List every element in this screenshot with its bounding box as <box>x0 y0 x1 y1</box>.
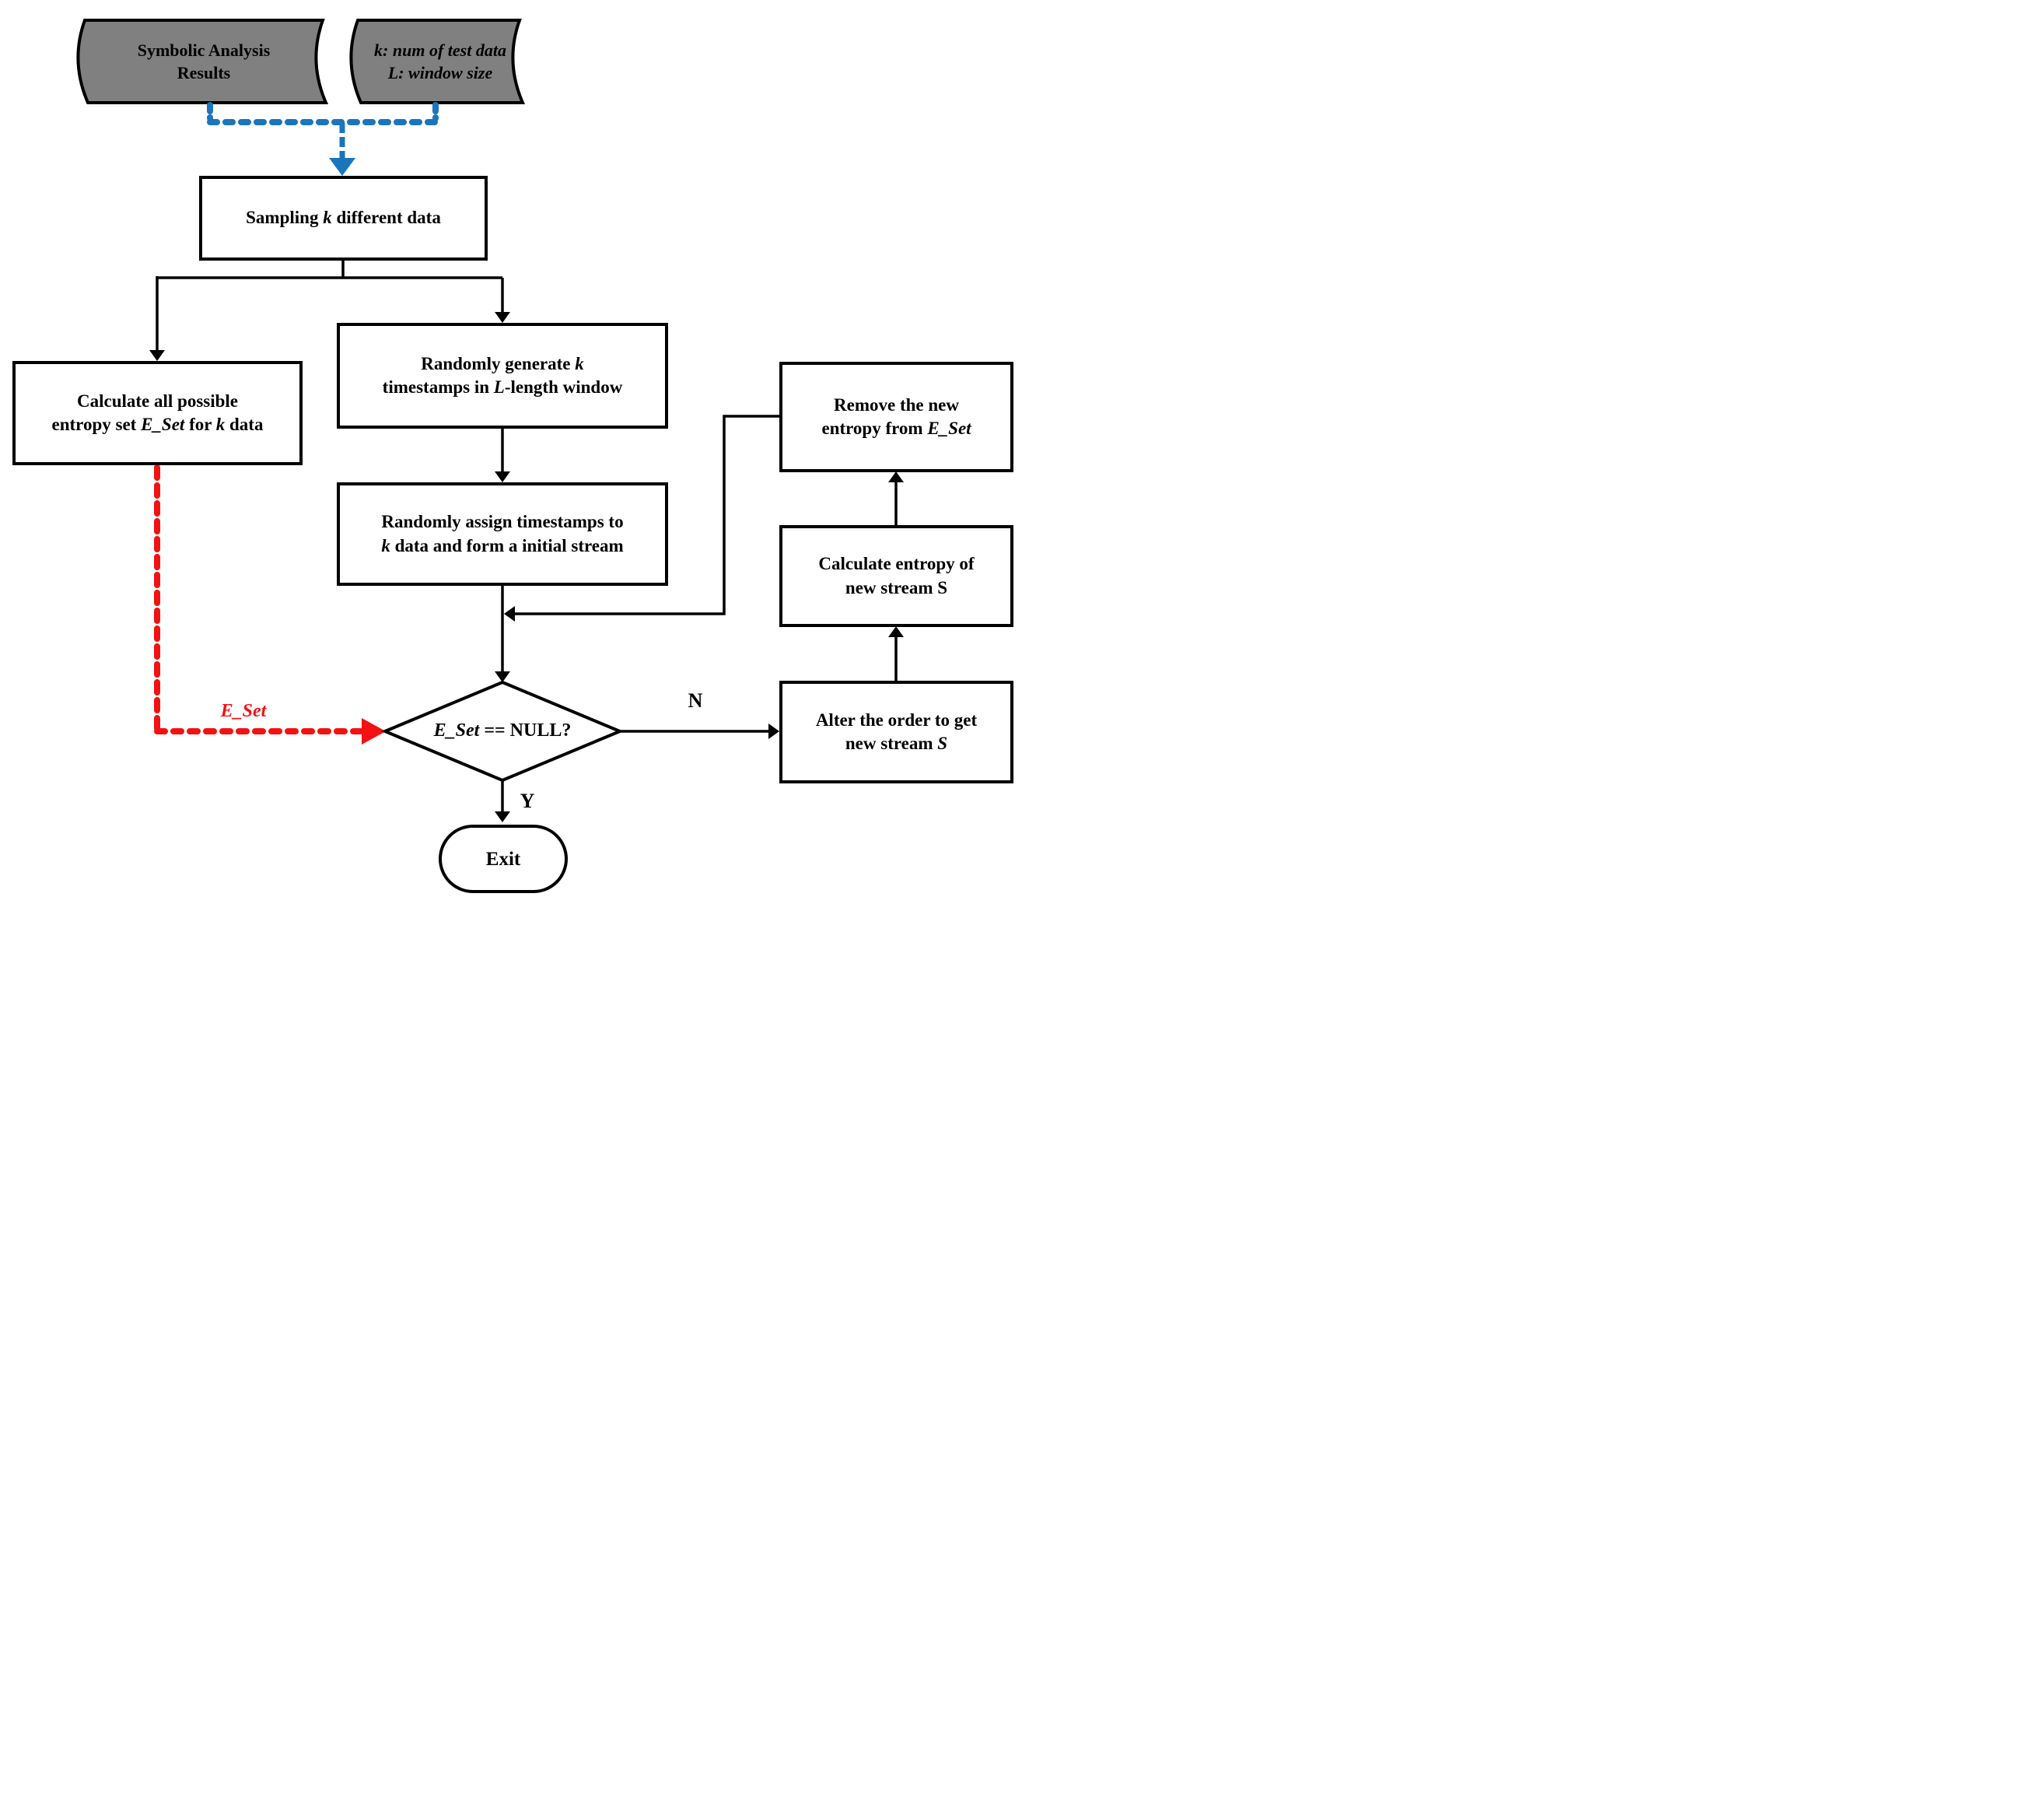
label-eset-flow-text: E_Set <box>220 700 267 721</box>
arrowhead-into-remove <box>888 471 904 482</box>
label-branch-no: N <box>688 689 703 712</box>
stored-data-shape-input-params <box>349 19 526 104</box>
arrowhead-into-decision <box>495 671 510 682</box>
arrowhead-into-exit <box>495 811 510 822</box>
arrowhead-into-assign <box>495 471 510 482</box>
arrowhead-into-alter <box>768 724 779 739</box>
node-exit: Exit <box>439 825 568 893</box>
label-branch-yes: Y <box>520 790 535 812</box>
black-arrowhead-group <box>149 312 904 822</box>
node-decision-eset-null-text: E_Set == NULL? <box>433 720 572 741</box>
black-connector-group <box>156 260 898 812</box>
arrowhead-into-calc-entropy <box>888 626 904 637</box>
node-exit-text: Exit <box>485 848 521 870</box>
arrowhead-blue-into-sampling <box>329 158 355 176</box>
arrowhead-into-calc-eset <box>149 350 165 361</box>
stored-data-shape-symbolic-results <box>76 19 329 104</box>
flowchart-connector-layer <box>76 19 904 822</box>
connector-feedback-loop <box>514 415 779 615</box>
node-sampling-text: Sampling k different data <box>246 208 441 228</box>
arrowhead-feedback-junction <box>504 606 515 622</box>
node-decision-eset-null: E_Set == NULL? <box>401 710 604 753</box>
decision-diamond-shape <box>380 680 625 783</box>
arrowhead-into-generate <box>495 312 510 323</box>
arrowhead-red-into-decision <box>362 718 386 745</box>
label-eset-flow: E_Set <box>201 699 286 724</box>
node-sampling: Sampling k different data <box>199 176 488 261</box>
